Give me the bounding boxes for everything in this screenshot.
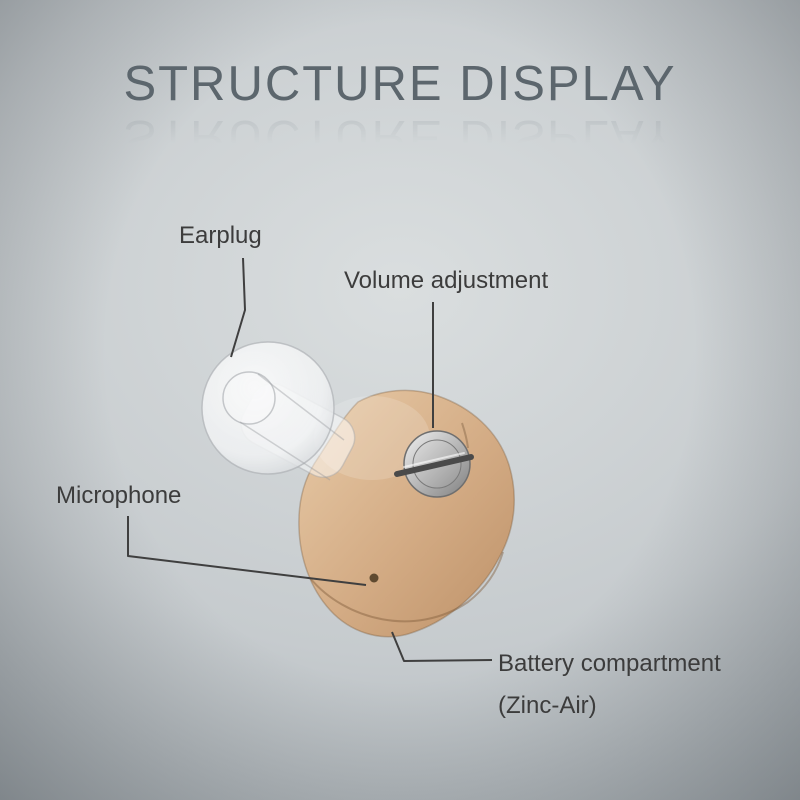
volume-dial <box>394 430 474 498</box>
label-battery-compartment: Battery compartment (Zinc-Air) <box>498 643 721 727</box>
earplug-cone-line-top <box>257 373 345 441</box>
dial-slot-highlight <box>403 452 465 468</box>
battery-door-seam <box>309 551 504 623</box>
label-earplug: Earplug <box>179 222 262 249</box>
earplug-pointer-line <box>230 257 246 358</box>
label-microphone: Microphone <box>56 482 182 509</box>
earplug-dome <box>201 341 335 475</box>
body-highlight <box>314 396 430 480</box>
label-battery-line1: Battery compartment <box>498 650 721 677</box>
label-battery-line2: (Zinc-Air) <box>498 692 597 719</box>
body-ridge <box>461 422 469 449</box>
page-title-reflection: STRUCTURE DISPLAY <box>123 110 677 164</box>
microphone-hole <box>369 573 379 583</box>
page-title: STRUCTURE DISPLAY <box>123 57 677 111</box>
earplug-cone-line-bottom <box>239 421 331 481</box>
dial-slot <box>394 454 474 477</box>
microphone-pointer-line <box>127 516 367 586</box>
battery-pointer-line <box>391 631 493 662</box>
earplug-assembly <box>201 341 356 481</box>
earplug-inner-ring <box>222 371 276 425</box>
pointer-lines <box>127 257 493 662</box>
label-volume-adjustment: Volume adjustment <box>344 267 549 294</box>
